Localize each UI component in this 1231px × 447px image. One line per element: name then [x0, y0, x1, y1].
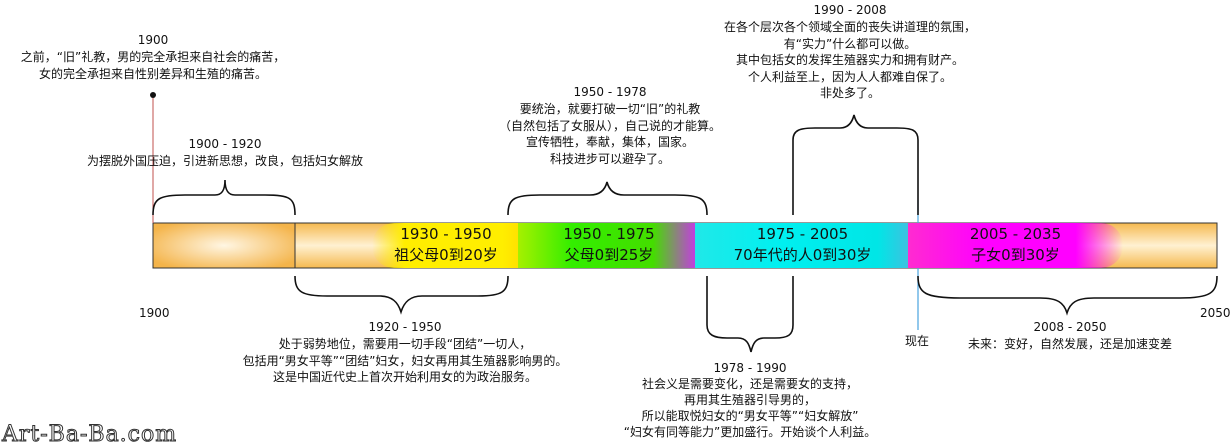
- annotation-year: 1978 - 1990: [713, 361, 787, 375]
- band-label-1950: 1950 - 1975 父母0到25岁: [520, 224, 698, 266]
- annotation-1950-1978: 1950 - 1978 要统治，就要打破一切“旧”的礼教 （自然包括了女服从），…: [450, 85, 770, 167]
- now-label: 现在: [905, 334, 930, 348]
- annotation-1990-2008: 1990 - 2008 在各个层次各个领域全面的丧失讲道理的氛围， 有“实力”什…: [690, 3, 1010, 102]
- annotation-line: 所以能取悦妇女的“男女平等”“妇女解放”: [641, 409, 859, 423]
- band-2005-2035: [908, 223, 1123, 268]
- band-range: 1930 - 1950: [400, 225, 492, 243]
- band-1950-1975: [518, 223, 698, 268]
- brace-1950-1978: [507, 181, 708, 216]
- brace-1900-1920: [152, 179, 296, 216]
- band-1930-1950: [372, 223, 520, 268]
- annotation-year: 2008 - 2050: [1033, 320, 1107, 334]
- annotation-1978-1990: 1978 - 1990 社会义是需要变化，还是需要女的支持， 再用其生殖器引导男…: [580, 361, 920, 440]
- annotation-line: 之前，“旧”礼教，男的完全承担来自社会的痛苦，: [20, 50, 286, 64]
- segment-1900-1920: [152, 222, 296, 269]
- axis-end-label: 2050: [1200, 306, 1231, 320]
- band-range: 1950 - 1975: [563, 225, 655, 243]
- annotation-1900-1920: 1900 - 1920 为摆脱外国压迫，引进新思想，改良，包括妇女解放: [60, 137, 390, 170]
- brace-1990-2008: [792, 114, 919, 215]
- annotation-line: 社会义是需要变化，还是需要女的支持，: [641, 377, 858, 391]
- band-age: 祖父母0到20岁: [394, 246, 498, 264]
- annotation-line: 非处多了。: [819, 86, 880, 100]
- annotation-year: 1920 - 1950: [368, 320, 442, 334]
- annotation-line: 个人利益至上，因为人人都难自保了。: [747, 69, 952, 84]
- annotation-2008-2050: 2008 - 2050 未来：变好，自然发展，还是加速变差: [945, 320, 1195, 353]
- annotation-line: 处于弱势地位，需要用一切手段“团结”一切人，: [278, 337, 532, 351]
- band-label-2005: 2005 - 2035 子女0到30岁: [908, 224, 1123, 266]
- band-age: 70年代的人0到30岁: [733, 246, 872, 264]
- annotation-line: 科技进步可以避孕了。: [549, 151, 670, 166]
- annotation-year: 1900: [137, 33, 169, 47]
- band-age: 子女0到30岁: [971, 246, 1060, 264]
- annotation-line: 在各个层次各个领域全面的丧失讲道理的氛围，: [723, 20, 976, 34]
- annotation-line: 为摆脱外国压迫，引进新思想，改良，包括妇女解放: [86, 154, 363, 168]
- annotation-line: 未来：变好，自然发展，还是加速变差: [967, 337, 1172, 351]
- annotation-year: 1900 - 1920: [188, 137, 262, 151]
- marker-1900-dot: [150, 92, 156, 98]
- band-range: 1975 - 2005: [756, 225, 849, 243]
- annotation-line: 有“实力”什么都可以做。: [783, 36, 917, 51]
- annotation-line: 宣传牺牲，奉献，集体，国家。: [525, 135, 694, 149]
- annotation-line: 其中包括女的发挥生殖器实力和拥有财产。: [735, 53, 964, 67]
- annotation-line: 这是中国近代史上首次开始利用女的为政治服务。: [272, 370, 537, 384]
- annotation-year: 1950 - 1978: [573, 85, 647, 99]
- band-range: 2005 - 2035: [969, 225, 1062, 243]
- watermark: Art-Ba-Ba.com: [1, 422, 178, 447]
- band-label-1975: 1975 - 2005 70年代的人0到30岁: [695, 224, 910, 266]
- annotation-1900: 1900 之前，“旧”礼教，男的完全承担来自社会的痛苦， 女的完全承担来自性别差…: [0, 33, 306, 82]
- band-label-1930: 1930 - 1950 祖父母0到20岁: [372, 224, 520, 266]
- brace-2008-2050: [917, 275, 1218, 316]
- annotation-line: （自然包括了女服从），自己说的才能算。: [498, 118, 721, 133]
- annotation-line: “妇女有同等能力”更加盛行。开始谈个人利益。: [623, 425, 877, 439]
- annotation-line: 女的完全承担来自性别差异和生殖的痛苦。: [38, 66, 267, 81]
- band-1975-2005: [695, 223, 910, 268]
- annotation-year: 1990 - 2008: [813, 3, 887, 17]
- axis-start-label: 1900: [139, 306, 170, 320]
- brace-1920-1950: [294, 275, 509, 315]
- annotation-line: 包括用“男女平等”“团结”妇女，妇女再用其生殖器影响男的。: [242, 353, 568, 368]
- annotation-line: 要统治，就要打破一切“旧”的礼教: [519, 102, 701, 116]
- annotation-1920-1950: 1920 - 1950 处于弱势地位，需要用一切手段“团结”一切人， 包括用“男…: [195, 320, 615, 386]
- annotation-line: 再用其生殖器引导男的，: [683, 393, 816, 407]
- brace-1978-1990: [706, 276, 794, 353]
- band-age: 父母0到25岁: [564, 246, 654, 264]
